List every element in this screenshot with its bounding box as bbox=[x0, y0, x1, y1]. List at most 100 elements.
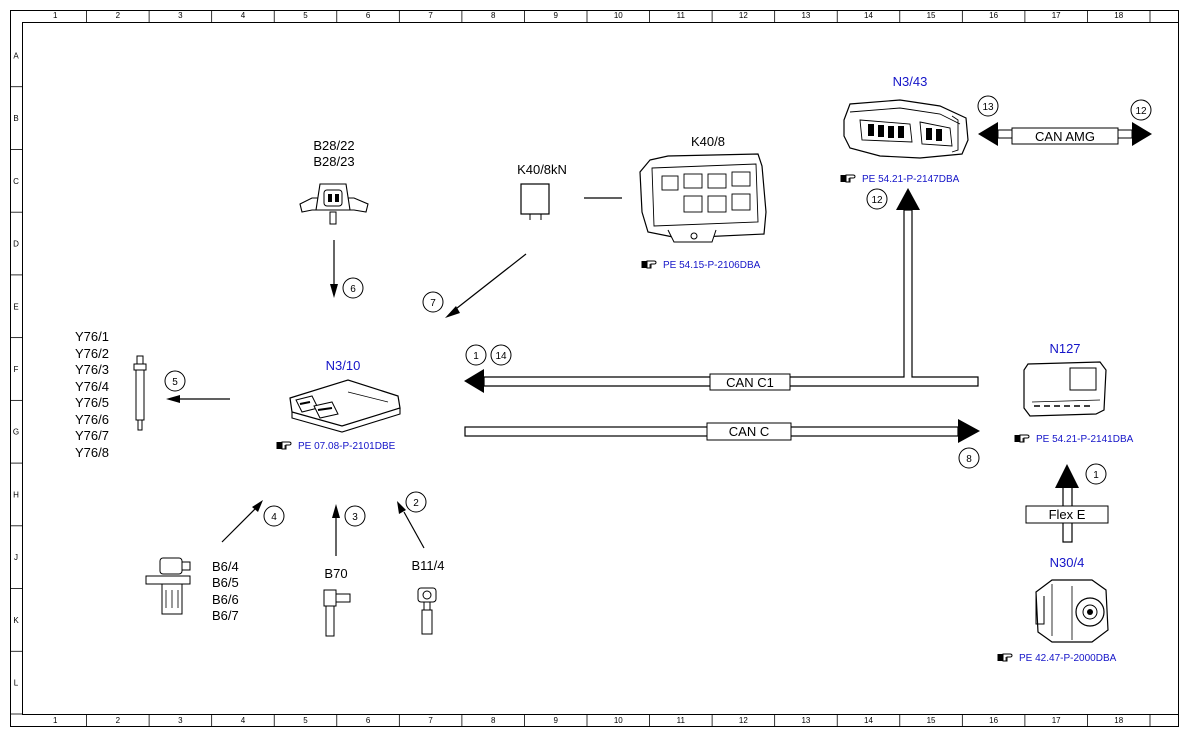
column-number: 5 bbox=[303, 716, 308, 725]
n30-4-label: N30/4 bbox=[1050, 555, 1085, 570]
column-number: 18 bbox=[1114, 11, 1123, 20]
b6-4-label: B6/4 bbox=[212, 559, 239, 574]
callout-14: 14 bbox=[495, 351, 507, 362]
column-number: 2 bbox=[116, 716, 121, 725]
y76-6-label: Y76/6 bbox=[75, 412, 109, 427]
row-letter: L bbox=[14, 679, 19, 688]
n127-label: N127 bbox=[1049, 341, 1080, 356]
column-number: 15 bbox=[927, 716, 936, 725]
row-letter: G bbox=[13, 428, 19, 437]
n127-icon bbox=[1023, 361, 1107, 417]
column-number: 9 bbox=[553, 11, 558, 20]
column-number: 11 bbox=[677, 716, 686, 725]
crankshaft-sensor-icon bbox=[323, 589, 351, 637]
column-number: 17 bbox=[1052, 716, 1061, 725]
can-c1-bus: 1 14 CAN C1 bbox=[464, 188, 979, 393]
column-number: 3 bbox=[178, 716, 183, 725]
n127-module: N127 PE 54.21-P-2141DBA bbox=[1014, 341, 1134, 445]
signal-arrow-5: 5 bbox=[164, 370, 230, 403]
callout-12: 12 bbox=[1135, 106, 1147, 117]
callout-8: 8 bbox=[966, 454, 972, 465]
callout-1b: 1 bbox=[1093, 470, 1099, 481]
signal-arrow-3: 3 bbox=[332, 504, 366, 556]
column-number: 8 bbox=[491, 716, 496, 725]
b28-pressure-sensor: B28/22 B28/23 bbox=[299, 138, 369, 225]
y76-5-label: Y76/5 bbox=[75, 395, 109, 410]
n3-10-icon bbox=[289, 379, 401, 433]
row-letter: H bbox=[13, 490, 19, 499]
y76-8-label: Y76/8 bbox=[75, 445, 109, 460]
can-c-label: CAN C bbox=[729, 424, 769, 439]
y76-4-label: Y76/4 bbox=[75, 379, 109, 394]
k40-8-label: K40/8 bbox=[691, 134, 725, 149]
column-number: 9 bbox=[553, 716, 558, 725]
can-c-bus: CAN C 8 bbox=[464, 419, 980, 469]
signal-arrow-4: 4 bbox=[221, 500, 285, 543]
y76-injectors: Y76/1 Y76/2 Y76/3 Y76/4 Y76/5 Y76/6 Y76/… bbox=[75, 329, 147, 460]
callout-13: 13 bbox=[982, 102, 994, 113]
n3-43-label: N3/43 bbox=[893, 74, 928, 89]
n30-4-reference: PE 42.47-P-2000DBA bbox=[1019, 653, 1117, 664]
column-number: 15 bbox=[927, 11, 936, 20]
column-number: 16 bbox=[989, 716, 998, 725]
b28-23-label: B28/23 bbox=[313, 154, 354, 169]
b11-4-label: B11/4 bbox=[411, 558, 444, 573]
pointing-hand-icon bbox=[840, 174, 856, 183]
callout-5: 5 bbox=[172, 377, 178, 388]
k40-8kn-fuse: K40/8kN bbox=[517, 162, 622, 220]
y76-7-label: Y76/7 bbox=[75, 428, 109, 443]
column-number: 10 bbox=[614, 11, 623, 20]
injector-icon bbox=[133, 355, 147, 431]
row-letter: A bbox=[13, 51, 19, 60]
column-number: 13 bbox=[801, 11, 810, 20]
b6-6-label: B6/6 bbox=[212, 592, 239, 607]
n127-reference: PE 54.21-P-2141DBA bbox=[1036, 434, 1134, 445]
flex-e-label: Flex E bbox=[1049, 507, 1086, 522]
column-number: 1 bbox=[53, 11, 58, 20]
flex-e-bus: 1 Flex E bbox=[1025, 463, 1109, 543]
pointing-hand-icon bbox=[276, 441, 292, 450]
can-c1-label: CAN C1 bbox=[726, 375, 774, 390]
column-number: 10 bbox=[614, 716, 623, 725]
column-number: 6 bbox=[366, 716, 371, 725]
column-number: 4 bbox=[241, 11, 246, 20]
row-letter: K bbox=[13, 616, 19, 625]
row-letter: J bbox=[14, 553, 18, 562]
n3-10-reference: PE 07.08-P-2101DBE bbox=[298, 441, 396, 452]
signal-arrow-2: 2 bbox=[397, 491, 427, 549]
camshaft-sensor-icon bbox=[145, 557, 191, 615]
n3-43-icon bbox=[843, 99, 969, 159]
column-number: 5 bbox=[303, 11, 308, 20]
column-number: 13 bbox=[801, 716, 810, 725]
k40-8-icon bbox=[639, 153, 767, 243]
b70-crankshaft-sensor: B70 bbox=[323, 566, 351, 637]
b6-7-label: B6/7 bbox=[212, 608, 239, 623]
column-number: 8 bbox=[491, 11, 496, 20]
column-number: 6 bbox=[366, 11, 371, 20]
y76-1-label: Y76/1 bbox=[75, 329, 109, 344]
callout-4: 4 bbox=[271, 512, 277, 523]
column-number: 7 bbox=[428, 716, 433, 725]
column-number: 3 bbox=[178, 11, 183, 20]
callout-7: 7 bbox=[430, 298, 436, 309]
pointing-hand-icon bbox=[1014, 434, 1030, 443]
column-number: 14 bbox=[864, 716, 873, 725]
callout-1: 1 bbox=[473, 351, 479, 362]
row-letter: F bbox=[14, 365, 19, 374]
column-number: 4 bbox=[241, 716, 246, 725]
n3-43-module: N3/43 PE 54.21-P-2147DBA bbox=[840, 74, 969, 185]
n3-43-reference: PE 54.21-P-2147DBA bbox=[862, 174, 960, 185]
n30-4-icon bbox=[1035, 579, 1109, 643]
row-letter: D bbox=[13, 240, 19, 249]
column-number: 18 bbox=[1114, 716, 1123, 725]
row-letter: B bbox=[13, 114, 18, 123]
b6-camshaft-sensors: B6/4 B6/5 B6/6 B6/7 bbox=[145, 557, 239, 623]
row-letter: E bbox=[13, 302, 18, 311]
temperature-sensor-icon bbox=[417, 587, 437, 635]
column-number: 11 bbox=[677, 11, 686, 20]
column-number: 1 bbox=[53, 716, 58, 725]
y76-3-label: Y76/3 bbox=[75, 362, 109, 377]
signal-arrow-7: 7 bbox=[422, 253, 527, 318]
